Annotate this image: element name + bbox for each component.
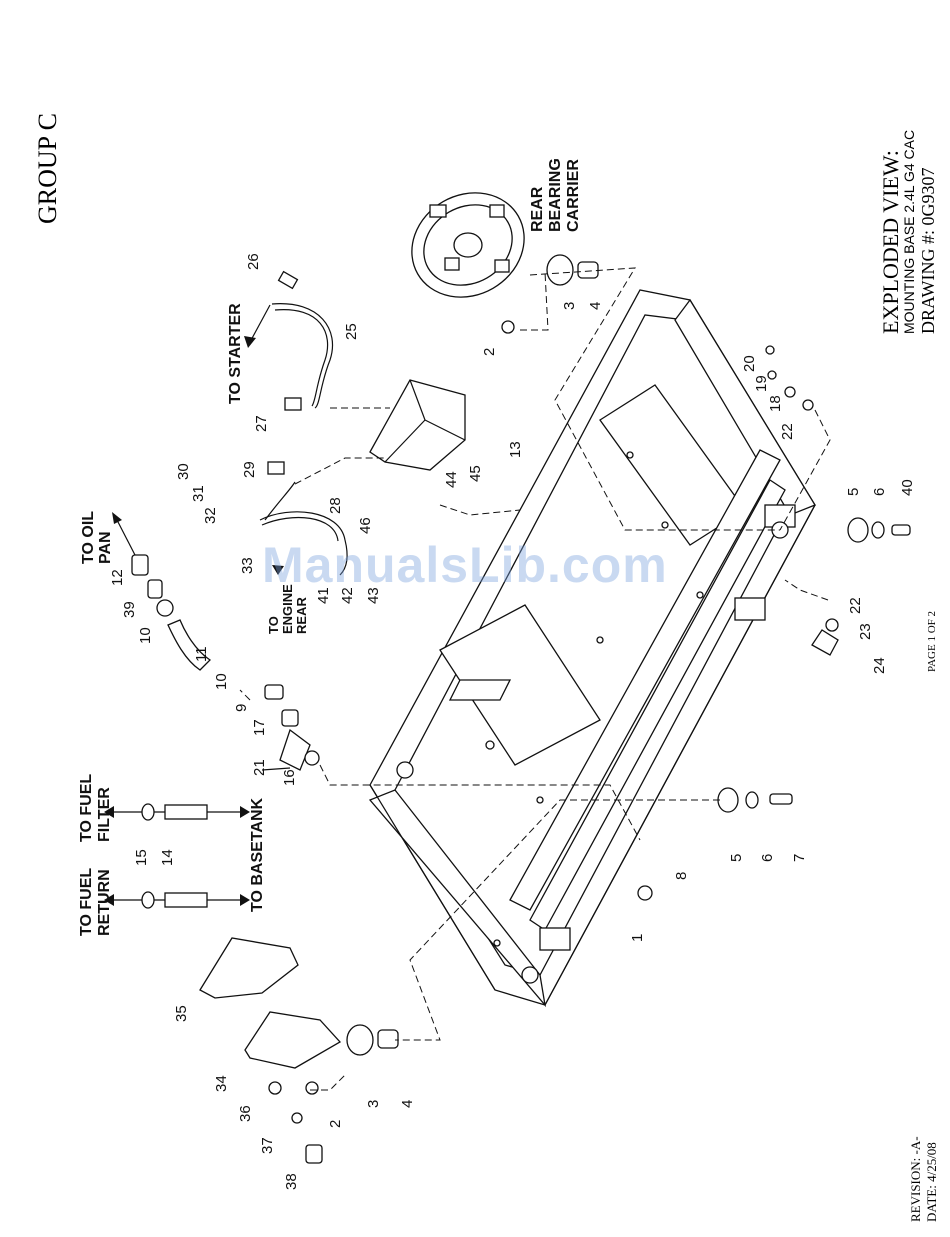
callout-8: 8 [673, 872, 690, 880]
callout-23: 23 [857, 623, 874, 640]
revision: REVISION: -A- [908, 1136, 923, 1222]
callout-42: 42 [339, 587, 356, 604]
label-bearing: BEARING [547, 158, 564, 232]
callout-10-a: 10 [137, 627, 154, 644]
callout-numbers: 1 2 2 3 3 4 4 5 5 6 6 7 8 9 10 10 11 12 … [109, 253, 916, 1190]
drawing-number: DRAWING #: 0G9307 [918, 167, 938, 334]
page-number: PAGE 1 OF 2 [926, 611, 938, 672]
callout-43: 43 [365, 587, 382, 604]
callout-26: 26 [245, 253, 262, 270]
callout-2-top: 2 [481, 348, 498, 356]
label-to-basetank: TO BASETANK [249, 797, 266, 912]
callout-5-top: 5 [845, 488, 862, 496]
callout-6-top: 6 [871, 488, 888, 496]
label-carrier: CARRIER [565, 159, 582, 232]
callout-22-top: 22 [779, 423, 796, 440]
callout-30: 30 [175, 463, 192, 480]
callout-27: 27 [253, 415, 270, 432]
callout-25: 25 [343, 323, 360, 340]
callout-41: 41 [315, 587, 332, 604]
vibration-mount-top [501, 254, 599, 334]
callout-16: 16 [281, 769, 298, 786]
callout-46: 46 [357, 517, 374, 534]
label-to-fuel-return-2: RETURN [96, 869, 113, 936]
reference-labels: REAR BEARING CARRIER TO STARTER TO OIL P… [78, 158, 582, 936]
leader-lines [239, 267, 831, 1091]
ground-cable [259, 461, 348, 576]
label-to-starter: TO STARTER [227, 303, 244, 404]
callout-20: 20 [741, 355, 758, 372]
starter-cable [271, 270, 334, 411]
callout-15: 15 [133, 849, 150, 866]
label-to-fuel-filter-2: FILTER [96, 787, 113, 842]
callout-21: 21 [251, 759, 268, 776]
callout-18: 18 [767, 395, 784, 412]
callout-35: 35 [173, 1005, 190, 1022]
callout-29: 29 [241, 461, 258, 478]
label-rear-2: REAR [294, 597, 309, 634]
callout-13: 13 [507, 441, 524, 458]
group-label: GROUP C [33, 113, 62, 224]
date: DATE: 4/25/08 [924, 1142, 939, 1222]
label-to-fuel-return-1: TO FUEL [78, 868, 95, 936]
callout-39: 39 [121, 601, 138, 618]
mount-brackets [199, 937, 399, 1164]
label-to: TO [266, 616, 281, 634]
callout-2-bottom: 2 [327, 1120, 344, 1128]
callout-24: 24 [871, 657, 888, 674]
oil-drain-hose [131, 554, 320, 771]
callout-28: 28 [327, 497, 344, 514]
callout-10-b: 10 [213, 673, 230, 690]
callout-9: 9 [233, 704, 250, 712]
callout-4-bottom: 4 [399, 1100, 416, 1108]
base-mount-hardware [637, 345, 911, 901]
callout-31: 31 [190, 485, 207, 502]
label-rear: REAR [529, 186, 546, 232]
callout-32: 32 [202, 507, 219, 524]
callout-1: 1 [629, 934, 646, 942]
callout-17: 17 [251, 719, 268, 736]
callout-3-top: 3 [561, 302, 578, 310]
exploded-view-title: EXPLODED VIEW: [878, 150, 903, 334]
callout-14: 14 [159, 849, 176, 866]
callout-7: 7 [791, 854, 808, 862]
callout-36: 36 [237, 1105, 254, 1122]
callout-3-bottom: 3 [365, 1100, 382, 1108]
rear-bearing-carrier [411, 192, 525, 298]
callout-37: 37 [259, 1137, 276, 1154]
callout-19: 19 [753, 375, 770, 392]
callout-12: 12 [109, 569, 126, 586]
label-to-oil: TO OIL [80, 511, 97, 564]
callout-33: 33 [239, 557, 256, 574]
callout-44: 44 [443, 471, 460, 488]
callout-45: 45 [467, 465, 484, 482]
drawing-subtitle: MOUNTING BASE 2.4L G4 CAC [901, 130, 917, 334]
callout-11: 11 [193, 646, 210, 662]
callout-34: 34 [213, 1075, 230, 1092]
label-pan: PAN [97, 531, 114, 564]
label-to-fuel-filter-1: TO FUEL [78, 774, 95, 842]
callout-5-bottom: 5 [728, 854, 745, 862]
label-engine: ENGINE [280, 584, 295, 634]
title-block: GROUP C EXPLODED VIEW: MOUNTING BASE 2.4… [33, 113, 939, 1222]
direction-arrows [104, 304, 284, 906]
mounting-base-frame [368, 289, 816, 1008]
fuel-lines [112, 803, 240, 909]
callout-4-top: 4 [587, 302, 604, 310]
callout-38: 38 [283, 1173, 300, 1190]
callout-22-bottom: 22 [847, 597, 864, 614]
watermark: ManualsLib.com [262, 537, 668, 593]
callout-40: 40 [899, 479, 916, 496]
callout-6-bottom: 6 [759, 854, 776, 862]
battery [369, 379, 466, 471]
